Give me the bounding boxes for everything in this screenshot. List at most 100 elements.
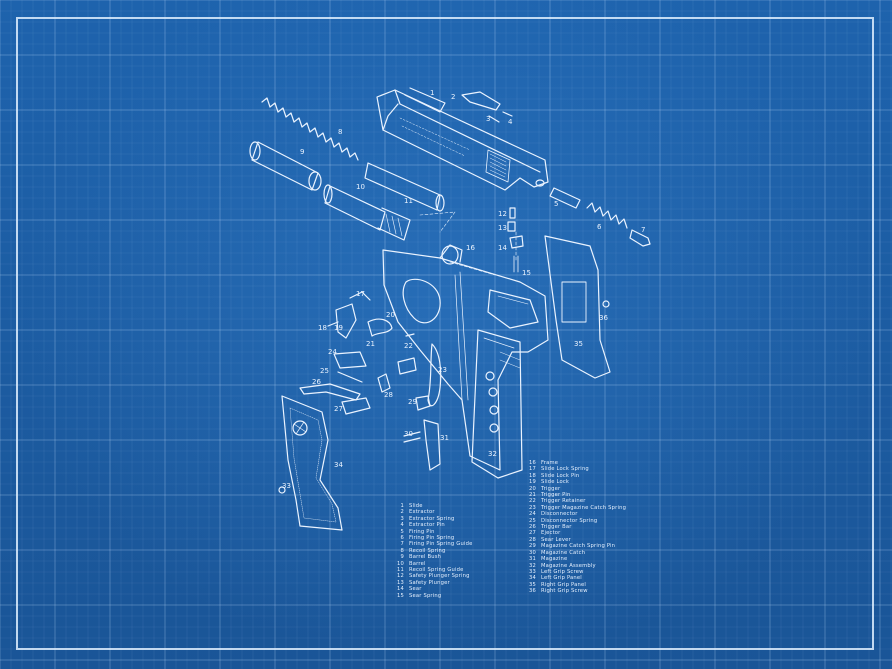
- legend-label: Barrel: [409, 560, 426, 567]
- legend-number: 5: [400, 528, 404, 535]
- part-magazine: [471, 329, 523, 479]
- legend-label: Extractor: [409, 509, 435, 516]
- legend-number: 17: [528, 466, 536, 473]
- legend-number: 2: [400, 509, 404, 516]
- part-extractor: [461, 91, 501, 111]
- legend-label: Trigger Pin: [541, 492, 571, 499]
- legend-number: 23: [528, 504, 536, 511]
- legend-number: 33: [528, 568, 536, 575]
- callout-13: 13: [498, 224, 507, 232]
- legend-label: Sear Lever: [541, 536, 571, 543]
- legend-label: Recoil Spring Guide: [409, 567, 464, 574]
- part-trigger-bar: [299, 383, 361, 401]
- legend-label: Firing Pin: [409, 528, 435, 535]
- legend-label: Disconnector Spring: [541, 517, 598, 524]
- legend-label: Disconnector: [541, 511, 578, 518]
- legend-label: Extractor Spring: [409, 515, 455, 522]
- part-trigger-retainer: [397, 357, 417, 375]
- part-magazine-catch-spring-pin: [415, 395, 431, 411]
- callout-7: 7: [641, 226, 645, 234]
- callout-31: 31: [440, 434, 449, 442]
- callout-22: 22: [404, 342, 413, 350]
- callout-35: 35: [574, 340, 583, 348]
- part-sear: [509, 235, 524, 273]
- legend-row: 25 Disconnector Spring: [524, 518, 626, 524]
- legend-number: 4: [400, 522, 404, 529]
- callout-3: 3: [486, 115, 490, 123]
- legend-label: Safety Plunger: [409, 579, 450, 586]
- legend-label: Sear Spring: [409, 592, 442, 599]
- legend-label: Magazine Catch Spring Pin: [541, 543, 616, 550]
- callout-1: 1: [430, 89, 434, 97]
- callout-23: 23: [438, 366, 447, 374]
- legend-number: 10: [396, 560, 404, 567]
- legend-label: Slide: [409, 503, 423, 509]
- legend-number: 25: [528, 517, 536, 524]
- legend-label: Extractor Pin: [409, 522, 445, 529]
- legend-row: 5 Firing Pin: [392, 529, 472, 535]
- part-trigger-pin: [405, 333, 415, 337]
- part-frame: [382, 244, 549, 471]
- legend-number: 20: [528, 485, 536, 492]
- legend-number: 19: [528, 479, 536, 486]
- legend-number: 22: [528, 498, 536, 505]
- legend-number: 3: [400, 515, 404, 522]
- part-left-grip-screw: [278, 486, 286, 494]
- part-magazine-catch-spring: [403, 431, 421, 443]
- callout-11: 11: [404, 197, 413, 205]
- part-slide-lock-pin: [327, 321, 339, 327]
- legend-label: Magazine Catch: [541, 549, 586, 556]
- callout-16: 16: [466, 244, 475, 252]
- part-right-grip-panel: [544, 235, 611, 379]
- legend-label: Right Grip Screw: [541, 588, 588, 595]
- legend-row: 3 Extractor Spring: [392, 516, 472, 522]
- legend-label: Trigger Bar: [541, 524, 572, 531]
- callout-15: 15: [522, 269, 531, 277]
- legend-row: 2 Extractor: [392, 509, 472, 515]
- part-magazine-catch: [423, 419, 441, 471]
- legend-number: 24: [528, 511, 536, 518]
- part-callouts: 1 2 3 4 5 6 7 8 9 10 11 12 13 14 15 16 1…: [282, 89, 645, 490]
- legend-label: Sear: [409, 586, 422, 593]
- callout-14: 14: [498, 244, 507, 252]
- legend-number: 29: [528, 543, 536, 550]
- legend-number: 21: [528, 492, 536, 499]
- part-right-grip-screw: [602, 300, 610, 308]
- callout-18: 18: [318, 324, 327, 332]
- legend-number: 7: [400, 541, 404, 548]
- callout-24: 24: [328, 348, 337, 356]
- assembly-guide-lines: [419, 211, 517, 276]
- callout-8: 8: [338, 128, 342, 136]
- part-left-grip-panel: [281, 395, 343, 531]
- callout-33: 33: [282, 482, 291, 490]
- callout-26: 26: [312, 378, 321, 386]
- legend-number: 35: [528, 581, 536, 588]
- legend-row: 7 Firing Pin Spring Guide: [392, 541, 472, 547]
- legend-label: Firing Pin Spring Guide: [409, 541, 473, 548]
- legend-label: Barrel Bush: [409, 554, 442, 561]
- part-extractor-spring: [488, 115, 500, 123]
- legend-number: 12: [396, 573, 404, 580]
- legend-row: 10 Barrel: [392, 561, 472, 567]
- part-trigger-magazine-catch-spring: [427, 343, 442, 407]
- callout-25: 25: [320, 367, 329, 375]
- legend-number: 15: [396, 592, 404, 599]
- legend-label: Magazine: [541, 556, 568, 563]
- part-safety-plunger: [507, 207, 516, 232]
